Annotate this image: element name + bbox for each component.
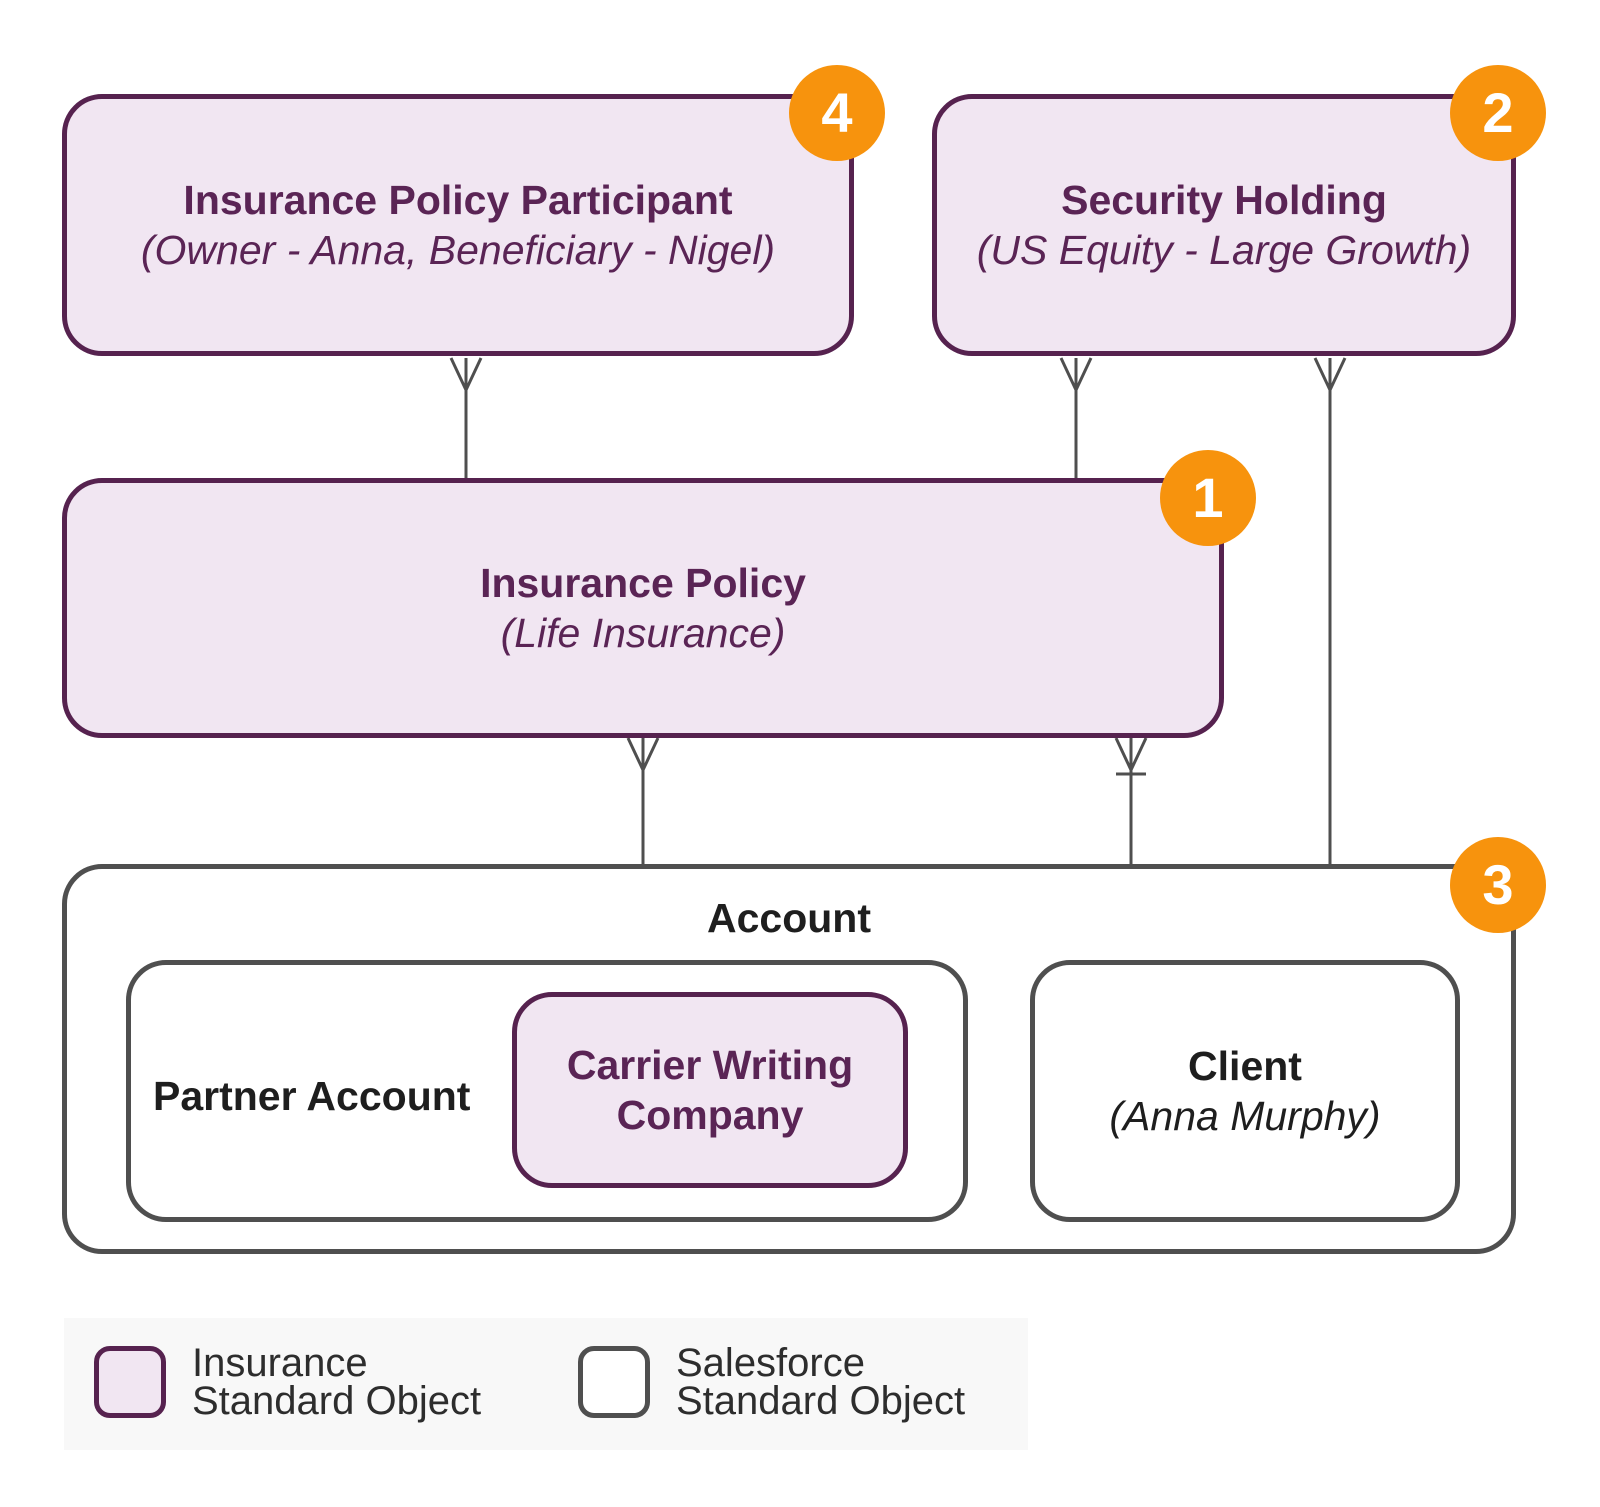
carrier-writing-company-title-line1: Carrier Writing [566,1042,854,1088]
legend-insurance-swatch [94,1346,166,1418]
badge-3: 3 [1450,837,1546,933]
client-box: Client (Anna Murphy) [1030,960,1460,1222]
legend: Insurance Standard Object Salesforce Sta… [64,1318,1028,1450]
legend-salesforce-label: Salesforce Standard Object [676,1341,966,1423]
insurance-policy-box: Insurance Policy (Life Insurance) [62,478,1224,738]
legend-salesforce-line1: Salesforce [676,1341,865,1385]
account-title: Account [707,895,871,941]
insurance-policy-participant-title: Insurance Policy Participant [183,177,733,223]
security-holding-title: Security Holding [1061,177,1387,223]
connector-holding-policy [1059,357,1093,478]
legend-insurance-line1: Insurance [192,1341,368,1385]
badge-1: 1 [1160,450,1256,546]
insurance-policy-subtitle: (Life Insurance) [500,610,786,656]
legend-salesforce-line2: Standard Object [676,1379,966,1423]
security-holding-subtitle: (US Equity - Large Growth) [976,227,1472,273]
security-holding-box: Security Holding (US Equity - Large Grow… [932,94,1516,356]
legend-salesforce-swatch [578,1346,650,1418]
carrier-writing-company-title-line2: Company [616,1092,804,1138]
connector-participant-policy [449,357,483,478]
carrier-writing-company-box: Carrier Writing Company [512,992,908,1188]
client-subtitle: (Anna Murphy) [1109,1093,1381,1139]
insurance-policy-title: Insurance Policy [480,560,806,606]
badge-4: 4 [789,65,885,161]
legend-insurance-label: Insurance Standard Object [192,1341,482,1423]
badge-2: 2 [1450,65,1546,161]
partner-account-title: Partner Account [153,1073,471,1119]
insurance-policy-participant-subtitle: (Owner - Anna, Beneficiary - Nigel) [140,227,776,273]
legend-insurance-line2: Standard Object [192,1379,482,1423]
insurance-policy-participant-box: Insurance Policy Participant (Owner - An… [62,94,854,356]
client-title: Client [1188,1043,1302,1089]
connector-holding-account [1313,357,1347,866]
